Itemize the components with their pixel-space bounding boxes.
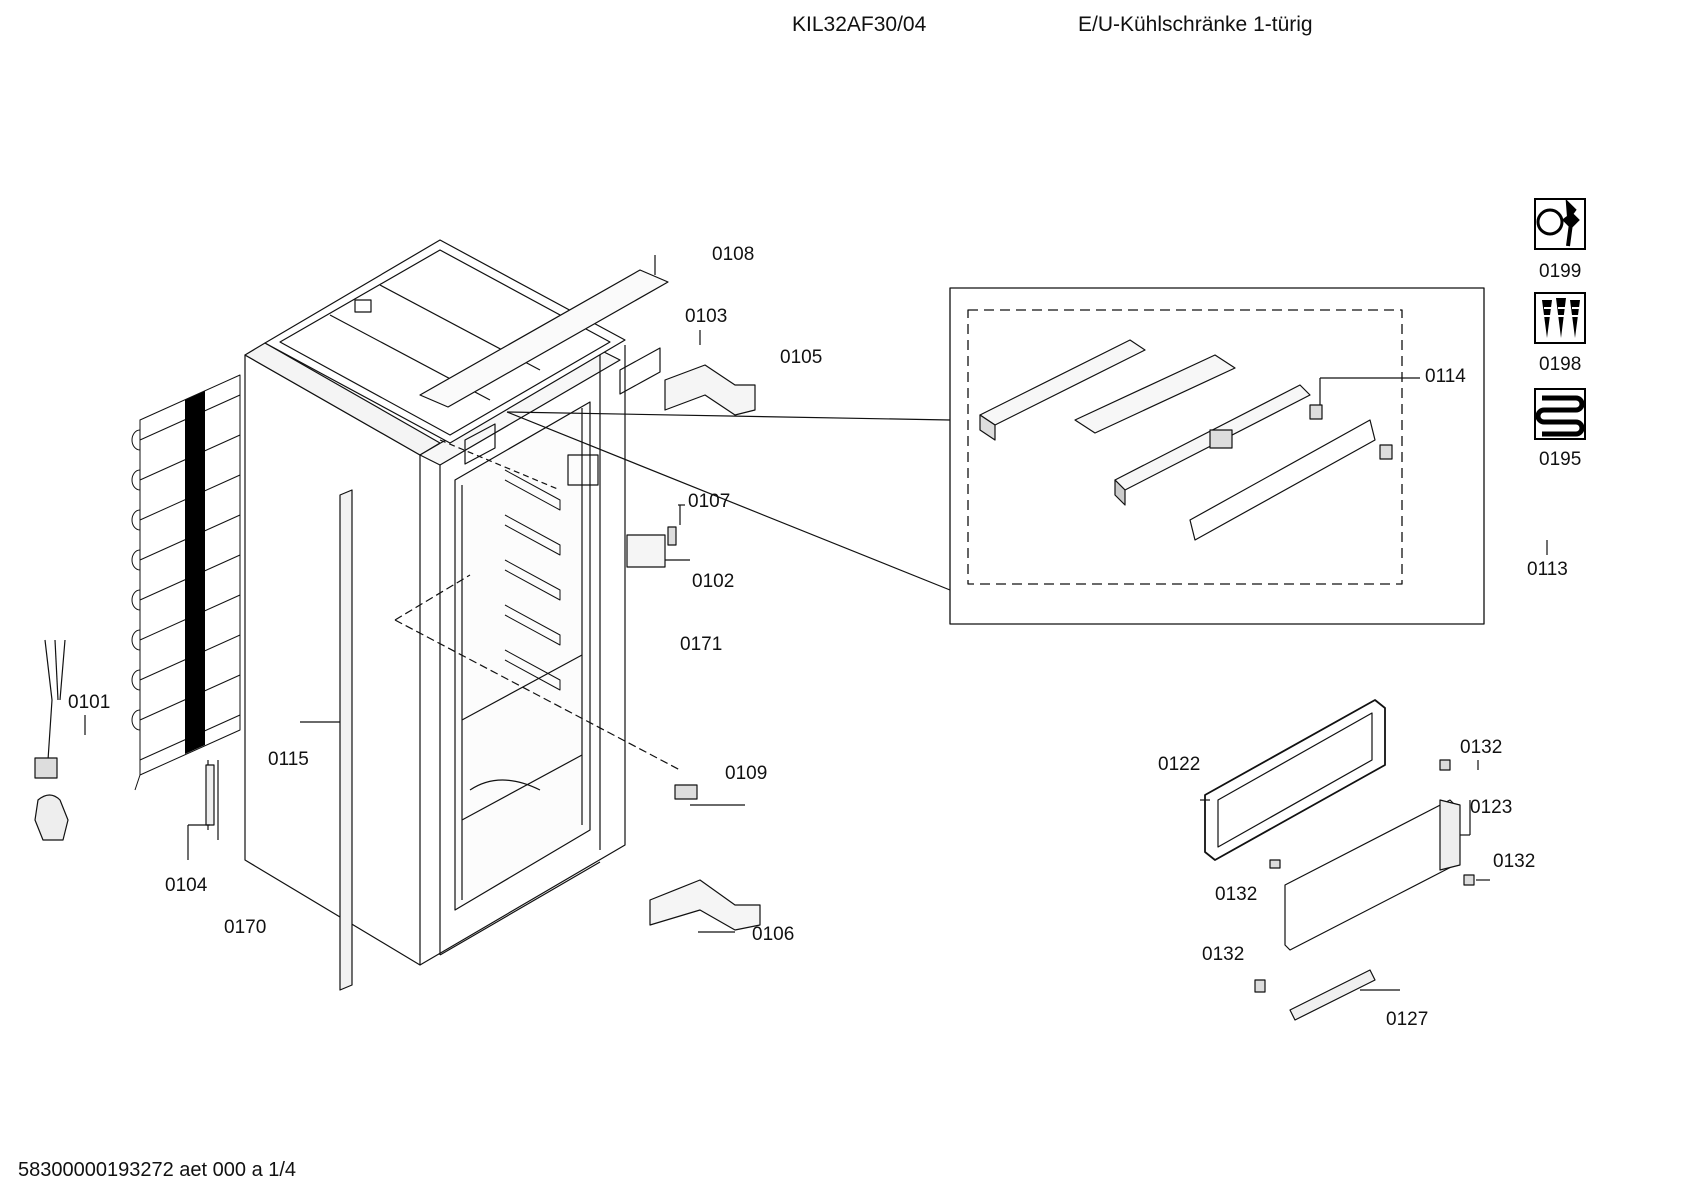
cabinet-body xyxy=(244,239,681,966)
drawer-rail xyxy=(1289,969,1400,1021)
part-label-0132-mid[interactable]: 0132 xyxy=(1215,884,1258,905)
part-label-0107[interactable]: 0107 xyxy=(688,491,731,512)
part-label-0123[interactable]: 0123 xyxy=(1470,797,1513,818)
part-label-0103[interactable]: 0103 xyxy=(685,306,728,327)
label-plate xyxy=(626,534,690,568)
part-label-0132-right[interactable]: 0132 xyxy=(1493,851,1536,872)
part-label-0122[interactable]: 0122 xyxy=(1158,754,1201,775)
part-label-0127[interactable]: 0127 xyxy=(1386,1009,1429,1030)
bracket-0109 xyxy=(674,784,745,806)
screws-icon[interactable] xyxy=(1534,292,1586,344)
drawer-front xyxy=(1284,799,1471,951)
part-label-0105[interactable]: 0105 xyxy=(780,347,823,368)
part-label-0104[interactable]: 0104 xyxy=(165,875,208,896)
power-cable xyxy=(34,639,86,841)
coil-icon-label: 0195 xyxy=(1539,449,1582,470)
sensor xyxy=(187,760,219,860)
hinge-top xyxy=(664,330,756,416)
part-label-0132-bottom[interactable]: 0132 xyxy=(1202,944,1245,965)
hinge-bottom xyxy=(649,879,761,933)
part-label-0115[interactable]: 0115 xyxy=(268,749,309,770)
part-label-0171[interactable]: 0171 xyxy=(680,634,723,655)
condenser xyxy=(131,374,241,791)
part-label-0101[interactable]: 0101 xyxy=(68,692,111,713)
tools-icon[interactable] xyxy=(1534,198,1586,250)
drawer-frame xyxy=(1200,699,1386,861)
part-label-0106[interactable]: 0106 xyxy=(752,924,795,945)
part-label-0108[interactable]: 0108 xyxy=(712,244,755,265)
clip-0107 xyxy=(667,504,685,546)
detail-box xyxy=(506,287,1548,625)
seal-strip xyxy=(300,489,353,991)
part-label-0114[interactable]: 0114 xyxy=(1425,366,1466,387)
model-number: KIL32AF30/04 xyxy=(792,13,927,36)
part-label-0102[interactable]: 0102 xyxy=(692,571,735,592)
document-reference: 58300000193272 aet 000 a 1/4 xyxy=(18,1159,297,1181)
tools-icon-label: 0199 xyxy=(1539,261,1582,282)
drawer-clips xyxy=(1254,759,1490,993)
coil-icon[interactable] xyxy=(1534,388,1586,440)
part-label-0109[interactable]: 0109 xyxy=(725,763,768,784)
screws-icon-label: 0198 xyxy=(1539,354,1582,375)
part-label-0113[interactable]: 0113 xyxy=(1527,559,1568,580)
part-label-0170[interactable]: 0170 xyxy=(224,917,267,938)
part-label-0132-top[interactable]: 0132 xyxy=(1460,737,1503,758)
diagram-title: E/U-Kühlschränke 1-türig xyxy=(1078,13,1313,36)
